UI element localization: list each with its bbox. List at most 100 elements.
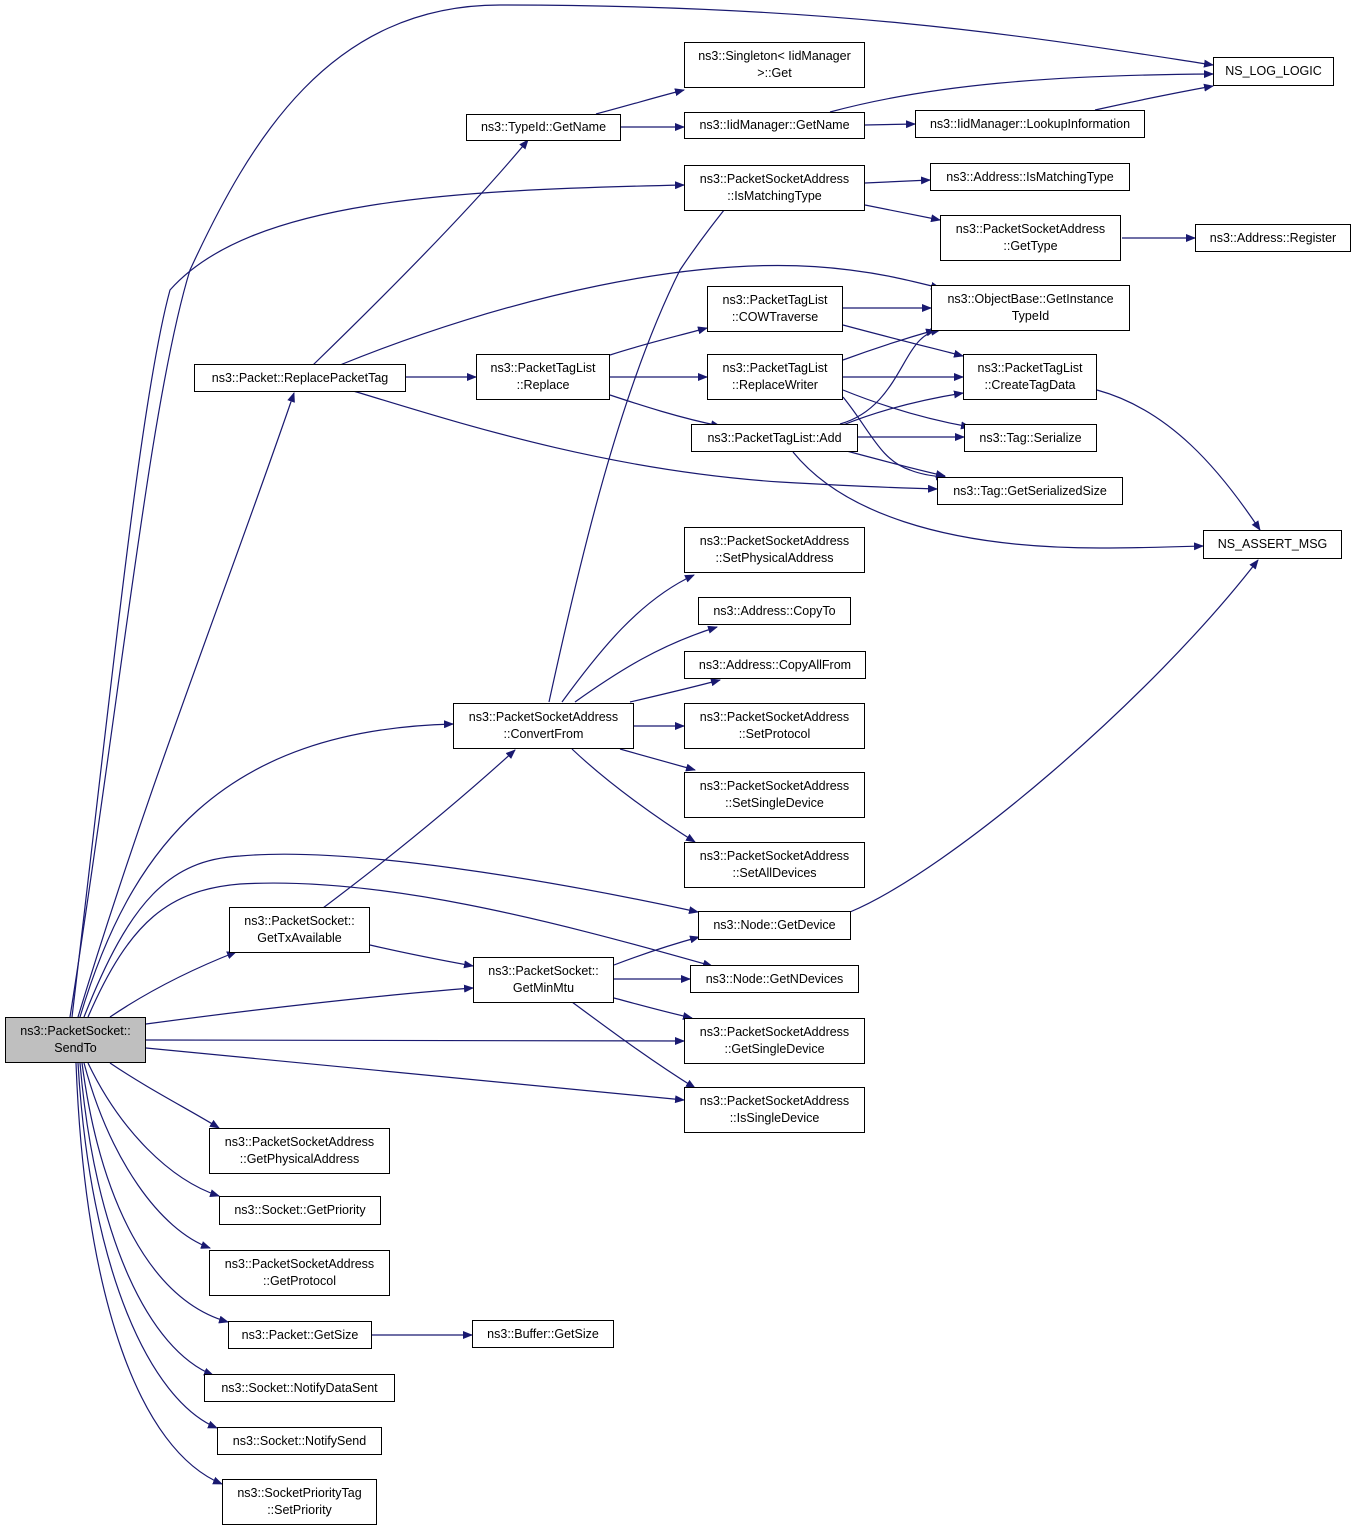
- node-psa-getsingledevice[interactable]: ns3::PacketSocketAddress ::GetSingleDevi…: [684, 1018, 865, 1064]
- node-psa-setprotocol[interactable]: ns3::PacketSocketAddress ::SetProtocol: [684, 703, 865, 749]
- node-psa-setprotocol-line2: ::SetProtocol: [738, 727, 811, 741]
- edge-lookup-ns_log_logic: [1094, 83, 1214, 111]
- node-psa-gettype[interactable]: ns3::PacketSocketAddress ::GetType: [940, 215, 1121, 261]
- node-psa-setphysicaladdress-line1: ns3::PacketSocketAddress: [699, 534, 850, 548]
- node-psa-convertfrom-line1: ns3::PacketSocketAddress: [468, 710, 619, 724]
- edge-iidmanager_getname-lookup: [864, 120, 916, 129]
- node-singleton-get[interactable]: ns3::Singleton< IidManager >::Get: [684, 42, 865, 88]
- node-node-getdevice[interactable]: ns3::Node::GetDevice: [698, 911, 851, 940]
- node-ptl-add[interactable]: ns3::PacketTagList::Add: [691, 424, 858, 452]
- edge-psa_ismatchingtype-address_ismatchingtype: [864, 176, 931, 185]
- node-psa-setphysicaladdress[interactable]: ns3::PacketSocketAddress ::SetPhysicalAd…: [684, 527, 865, 573]
- node-ptl-replace[interactable]: ns3::PacketTagList ::Replace: [476, 354, 610, 400]
- node-node-getndevices[interactable]: ns3::Node::GetNDevices: [690, 965, 859, 993]
- node-buffer-getsize-label: ns3::Buffer::GetSize: [487, 1326, 599, 1341]
- edge-sendto-psa_issingledevice: [145, 1047, 685, 1104]
- edge-sendto-psa_getsingledevice: [145, 1036, 685, 1045]
- node-packet-getsize-label: ns3::Packet::GetSize: [241, 1327, 359, 1342]
- node-ptl-cowtraverse[interactable]: ns3::PacketTagList ::COWTraverse: [707, 286, 843, 332]
- node-socket-getpriority[interactable]: ns3::Socket::GetPriority: [219, 1196, 381, 1225]
- edge-sendto-ps_getminmtu: [145, 984, 474, 1025]
- node-socket-getpriority-label: ns3::Socket::GetPriority: [234, 1203, 366, 1217]
- node-ns-assert-msg[interactable]: NS_ASSERT_MSG: [1203, 530, 1342, 559]
- node-psa-issingledevice-line2: ::IsSingleDevice: [729, 1111, 820, 1125]
- node-psa-setalldevices[interactable]: ns3::PacketSocketAddress ::SetAllDevices: [684, 842, 865, 888]
- node-ns-log-logic[interactable]: NS_LOG_LOGIC: [1213, 57, 1334, 86]
- edge-sendto-psa_getprotocol: [83, 1062, 211, 1249]
- node-packet-replacepackettag[interactable]: ns3::Packet::ReplacePacketTag: [194, 364, 406, 392]
- node-psa-setalldevices-line1: ns3::PacketSocketAddress: [699, 849, 850, 863]
- edge-ptl_add-ns_assert_msg: [792, 451, 1204, 551]
- edge-ptl_add-tag_getserializedsize: [842, 449, 946, 478]
- edge-replacepackettag-objectbase: [339, 264, 941, 366]
- node-address-register[interactable]: ns3::Address::Register: [1195, 224, 1351, 252]
- node-ptl-createtagdata-line2: ::CreateTagData: [984, 378, 1076, 392]
- node-psa-getprotocol-line1: ns3::PacketSocketAddress: [224, 1257, 375, 1271]
- node-ps-gettxavailable-line1: ns3::PacketSocket::: [244, 914, 355, 928]
- node-iidmanager-getname-label: ns3::IidManager::GetName: [699, 118, 850, 132]
- edge-replacewriter-objectbase: [842, 328, 936, 361]
- node-packet-getsize[interactable]: ns3::Packet::GetSize: [228, 1321, 372, 1349]
- edge-replacewriter-tag_serialize: [842, 389, 971, 430]
- node-typeid-getname[interactable]: ns3::TypeId::GetName: [466, 114, 621, 141]
- node-address-ismatchingtype[interactable]: ns3::Address::IsMatchingType: [930, 163, 1130, 191]
- node-ptl-replacewriter[interactable]: ns3::PacketTagList ::ReplaceWriter: [707, 354, 843, 400]
- node-psa-gettype-line2: ::GetType: [1003, 239, 1058, 253]
- node-psa-convertfrom[interactable]: ns3::PacketSocketAddress ::ConvertFrom: [453, 703, 634, 749]
- node-psa-getprotocol[interactable]: ns3::PacketSocketAddress ::GetProtocol: [209, 1250, 390, 1296]
- node-socket-notifysend[interactable]: ns3::Socket::NotifySend: [217, 1427, 382, 1455]
- edge-getdevice-ns_assert_msg: [849, 559, 1259, 913]
- node-ps-getminmtu[interactable]: ns3::PacketSocket:: GetMinMtu: [473, 957, 614, 1003]
- node-packet-replacepackettag-label: ns3::Packet::ReplacePacketTag: [211, 370, 389, 385]
- edge-iidmanager_getname-ns_log_logic: [829, 70, 1214, 113]
- node-psa-ismatchingtype[interactable]: ns3::PacketSocketAddress ::IsMatchingTyp…: [684, 165, 865, 211]
- edge-sendto-packet_getsize: [81, 1062, 229, 1324]
- node-objectbase-getinstancetypeid-line1: ns3::ObjectBase::GetInstance: [947, 292, 1114, 306]
- node-socketprioritytag-setpriority[interactable]: ns3::SocketPriorityTag ::SetPriority: [222, 1479, 377, 1525]
- node-psa-issingledevice[interactable]: ns3::PacketSocketAddress ::IsSingleDevic…: [684, 1087, 865, 1133]
- node-iidmanager-lookupinformation-label: ns3::IidManager::LookupInformation: [929, 116, 1131, 131]
- node-singleton-get-line1: ns3::Singleton< IidManager: [698, 49, 851, 63]
- edge-sendto-psa_convertfrom: [79, 720, 454, 1018]
- node-socketprioritytag-setpriority-line1: ns3::SocketPriorityTag: [237, 1486, 362, 1500]
- node-ps-gettxavailable-line2: GetTxAvailable: [257, 931, 342, 945]
- node-iidmanager-lookupinformation[interactable]: ns3::IidManager::LookupInformation: [915, 110, 1145, 138]
- node-psa-getphysicaladdress-line2: ::GetPhysicalAddress: [239, 1152, 360, 1166]
- node-iidmanager-getname[interactable]: ns3::IidManager::GetName: [684, 112, 865, 139]
- node-socket-notifydatasent[interactable]: ns3::Socket::NotifyDataSent: [204, 1374, 395, 1402]
- node-psa-getphysicaladdress-line1: ns3::PacketSocketAddress: [224, 1135, 375, 1149]
- node-node-getndevices-label: ns3::Node::GetNDevices: [705, 971, 844, 986]
- node-address-copyallfrom[interactable]: ns3::Address::CopyAllFrom: [684, 651, 866, 679]
- node-sendto[interactable]: ns3::PacketSocket:: SendTo: [5, 1017, 146, 1063]
- node-typeid-getname-label: ns3::TypeId::GetName: [480, 120, 607, 134]
- node-ptl-cowtraverse-line1: ns3::PacketTagList: [722, 293, 828, 307]
- node-tag-getserializedsize[interactable]: ns3::Tag::GetSerializedSize: [937, 477, 1123, 505]
- edge-ptl_replace-ptl_add: [609, 394, 721, 429]
- node-tag-serialize[interactable]: ns3::Tag::Serialize: [964, 424, 1097, 452]
- node-psa-setsingledevice[interactable]: ns3::PacketSocketAddress ::SetSingleDevi…: [684, 772, 865, 818]
- node-ptl-replacewriter-line2: ::ReplaceWriter: [732, 378, 818, 392]
- node-node-getdevice-label: ns3::Node::GetDevice: [713, 918, 836, 932]
- node-psa-issingledevice-line1: ns3::PacketSocketAddress: [699, 1094, 850, 1108]
- edge-sendto-socketprioritytag_setpriority: [75, 1062, 223, 1485]
- node-psa-convertfrom-line2: ::ConvertFrom: [503, 727, 584, 741]
- edge-sendto-socket_getpriority: [87, 1062, 220, 1198]
- node-address-copyto[interactable]: ns3::Address::CopyTo: [698, 597, 851, 625]
- node-ptl-createtagdata[interactable]: ns3::PacketTagList ::CreateTagData: [963, 354, 1097, 400]
- node-psa-setphysicaladdress-line2: ::SetPhysicalAddress: [715, 551, 834, 565]
- node-buffer-getsize[interactable]: ns3::Buffer::GetSize: [472, 1320, 614, 1348]
- node-ptl-replace-line1: ns3::PacketTagList: [490, 361, 596, 375]
- edge-gettxavailable-convertfrom: [322, 749, 516, 909]
- node-ps-gettxavailable[interactable]: ns3::PacketSocket:: GetTxAvailable: [229, 907, 370, 953]
- edge-sendto-psa_getphysicaladdress: [109, 1062, 220, 1129]
- edge-convertfrom-psa_setphysicaladdress: [561, 574, 695, 703]
- node-socket-notifysend-label: ns3::Socket::NotifySend: [232, 1433, 367, 1448]
- node-sendto-line2: SendTo: [54, 1041, 97, 1055]
- edge-convertfrom-psa_ismatchingtype: [548, 189, 741, 703]
- node-psa-getphysicaladdress[interactable]: ns3::PacketSocketAddress ::GetPhysicalAd…: [209, 1128, 390, 1174]
- node-psa-ismatchingtype-line1: ns3::PacketSocketAddress: [699, 172, 850, 186]
- node-objectbase-getinstancetypeid[interactable]: ns3::ObjectBase::GetInstance TypeId: [931, 285, 1130, 331]
- node-ptl-replace-line2: ::Replace: [516, 378, 570, 392]
- edge-getminmtu-issingledevice: [571, 1001, 696, 1089]
